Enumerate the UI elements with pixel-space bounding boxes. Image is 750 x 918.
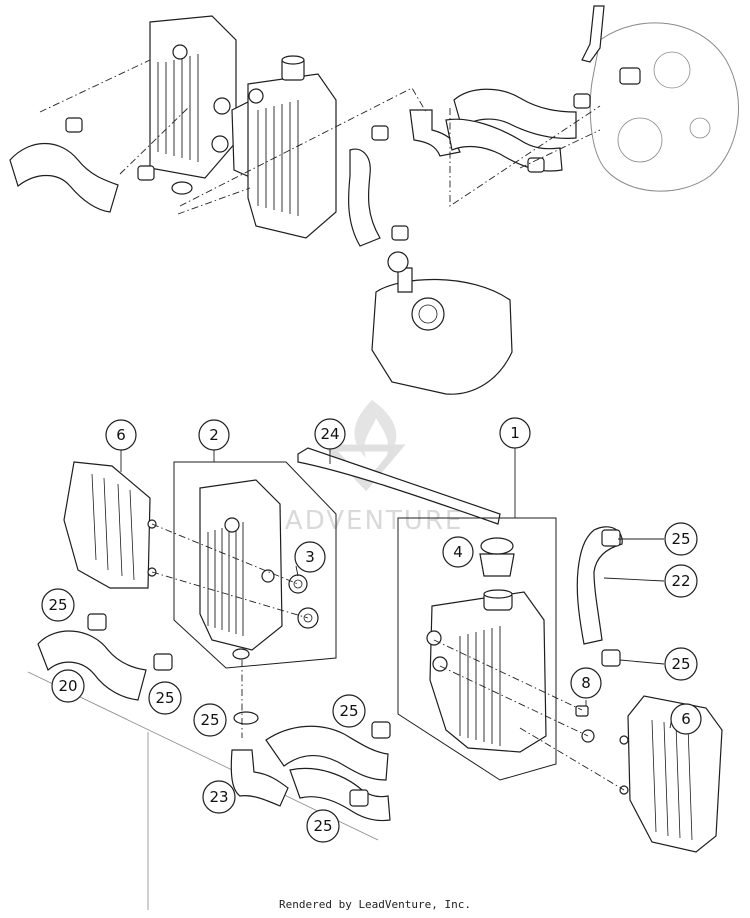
svg-text:20: 20 <box>58 677 77 695</box>
left-radiator <box>199 479 283 660</box>
overview-assembly-lines <box>39 59 601 215</box>
callout-25-middle-right: 25 <box>332 694 366 728</box>
svg-text:6: 6 <box>116 426 126 444</box>
callout-22: 22 <box>664 564 698 598</box>
callout-2: 2 <box>198 419 230 451</box>
callout-6-left: 6 <box>105 419 137 451</box>
hose-20 <box>37 630 147 701</box>
callout-25-top-right: 25 <box>664 522 698 556</box>
svg-text:25: 25 <box>339 702 358 720</box>
overview-clamps <box>65 93 591 241</box>
callout-25-left: 25 <box>41 588 75 622</box>
svg-text:4: 4 <box>453 543 463 561</box>
callout-25-bottom: 25 <box>306 809 340 843</box>
watermark-flame-icon <box>354 400 397 458</box>
callout-1: 1 <box>499 417 531 449</box>
footer-credit: Rendered by LeadVenture, Inc. <box>278 898 472 911</box>
svg-text:6: 6 <box>681 710 691 728</box>
overview-hose-vertical <box>347 148 381 247</box>
callout-6-right: 6 <box>670 703 702 735</box>
svg-text:1: 1 <box>510 424 520 442</box>
overview-right-radiator <box>247 55 337 239</box>
left-shroud <box>63 461 157 589</box>
grommets <box>288 574 319 629</box>
frame-item-2 <box>173 461 337 669</box>
callout-4: 4 <box>442 536 474 568</box>
bolts <box>575 705 595 743</box>
overview-hose-upper <box>453 88 577 139</box>
radiator-cap <box>479 537 515 577</box>
detail-assembly-lines <box>151 523 625 791</box>
watermark-text: LEADVENTURE <box>250 506 463 536</box>
right-radiator <box>426 589 547 753</box>
right-shroud <box>619 695 723 853</box>
overview-left-radiator <box>149 15 237 179</box>
hose-23 <box>230 725 391 822</box>
callout-25-right: 25 <box>664 647 698 681</box>
svg-text:25: 25 <box>313 817 332 835</box>
svg-text:25: 25 <box>155 689 174 707</box>
svg-text:25: 25 <box>200 711 219 729</box>
callout-3: 3 <box>294 541 326 573</box>
overview-engine-cover <box>581 5 739 192</box>
svg-text:23: 23 <box>209 788 228 806</box>
callout-24: 24 <box>314 418 346 450</box>
svg-text:8: 8 <box>581 674 591 692</box>
svg-text:24: 24 <box>320 425 339 443</box>
overview-assembly <box>9 5 739 395</box>
clamps <box>87 529 621 807</box>
callout-23: 23 <box>202 780 236 814</box>
hose-22 <box>576 526 623 645</box>
svg-text:2: 2 <box>209 426 219 444</box>
callout-25-middle: 25 <box>193 703 227 737</box>
callout-20: 20 <box>51 669 85 703</box>
callout-25-left-bottom: 25 <box>148 681 182 715</box>
svg-text:25: 25 <box>671 655 690 673</box>
overview-elbow <box>409 109 461 157</box>
overview-hose-left <box>9 142 119 213</box>
svg-text:3: 3 <box>305 548 315 566</box>
frame-item-1 <box>397 517 557 781</box>
leader-lines <box>120 448 673 729</box>
svg-text:22: 22 <box>671 572 690 590</box>
overview-cylinder <box>371 251 513 395</box>
watermark: LEADVENTURE <box>250 400 463 536</box>
svg-text:25: 25 <box>671 530 690 548</box>
overflow-tube <box>297 447 501 525</box>
svg-text:25: 25 <box>48 596 67 614</box>
callout-8: 8 <box>570 667 602 699</box>
